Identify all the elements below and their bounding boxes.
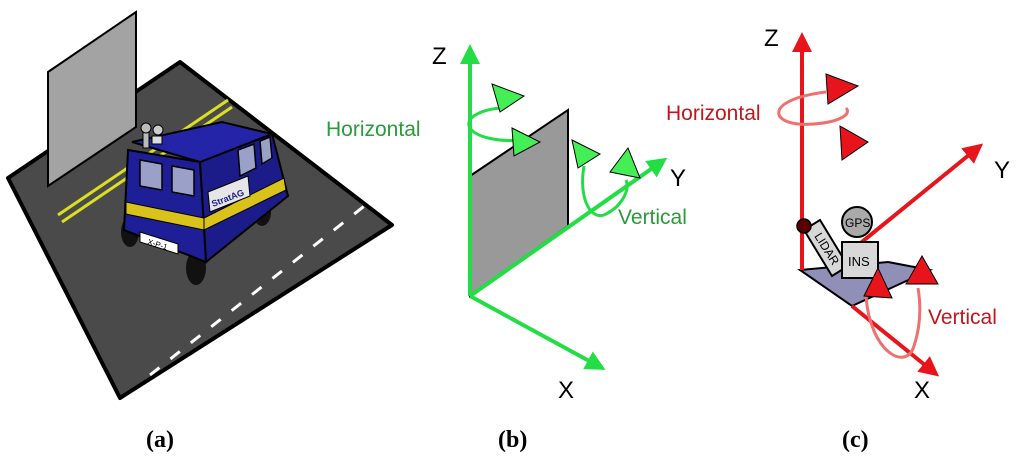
rotation-arrowhead bbox=[571, 139, 602, 169]
panel-c: LIDAR GPS INS Z Y X Horizontal Vertical … bbox=[666, 25, 1010, 453]
ins-label: INS bbox=[848, 254, 870, 269]
axis-y-label: Y bbox=[670, 165, 686, 192]
horizontal-label: Horizontal bbox=[326, 118, 421, 141]
x-axis bbox=[469, 294, 606, 370]
van-rear-window bbox=[139, 159, 163, 191]
axis-x-label: X bbox=[558, 377, 574, 404]
van-plate bbox=[139, 231, 179, 255]
rotation-arrowhead bbox=[863, 266, 893, 299]
rotation-arrowhead bbox=[825, 73, 860, 105]
ins-unit bbox=[841, 241, 879, 279]
axis-z-label: Z bbox=[764, 25, 779, 52]
y-axis bbox=[468, 157, 668, 298]
vertical-rotation-arc bbox=[864, 287, 922, 359]
van-brand-panel bbox=[207, 175, 251, 213]
lidar-dome bbox=[796, 218, 812, 234]
van-roof bbox=[131, 120, 276, 164]
van-rear-window bbox=[171, 165, 195, 197]
gps-antenna bbox=[841, 206, 873, 238]
caption-c: (c) bbox=[842, 427, 869, 453]
horizontal-label: Horizontal bbox=[666, 102, 761, 125]
van: StratAG X-P-1 bbox=[121, 120, 290, 285]
y-axis bbox=[850, 143, 984, 252]
van-side-window bbox=[259, 135, 273, 166]
roof-sensor-box bbox=[151, 135, 163, 145]
rotation-arrowhead bbox=[609, 146, 641, 179]
target-panel bbox=[47, 10, 137, 188]
roof-sensor-dome bbox=[140, 122, 152, 134]
rotation-arrowhead bbox=[905, 254, 939, 285]
gps-label: GPS bbox=[845, 216, 870, 230]
horizontal-rotation-arc bbox=[777, 90, 849, 126]
panel-b: Z Y X Horizontal Vertical (b) bbox=[326, 43, 687, 453]
caption-b: (b) bbox=[498, 427, 527, 453]
horizontal-rotation-arc bbox=[467, 106, 521, 142]
van-side-window bbox=[237, 142, 257, 178]
van-side-stripe bbox=[203, 177, 287, 231]
axis-x-label: X bbox=[914, 377, 930, 404]
x-axis bbox=[850, 304, 940, 377]
rotation-arrowhead bbox=[491, 83, 526, 113]
white-dashed-line bbox=[149, 198, 373, 377]
panel-a: StratAG X-P-1 (a) bbox=[6, 10, 394, 453]
axis-z-label: Z bbox=[432, 43, 447, 70]
caption-a: (a) bbox=[146, 427, 174, 453]
vertical-label: Vertical bbox=[928, 306, 997, 329]
rotation-arrowhead bbox=[839, 125, 869, 161]
roof-sensor-gps bbox=[152, 124, 164, 136]
axis-y-label: Y bbox=[994, 157, 1010, 184]
vertical-label: Vertical bbox=[618, 206, 687, 229]
rotation-arrowhead bbox=[511, 127, 542, 157]
vertical-rotation-arc bbox=[581, 165, 629, 218]
